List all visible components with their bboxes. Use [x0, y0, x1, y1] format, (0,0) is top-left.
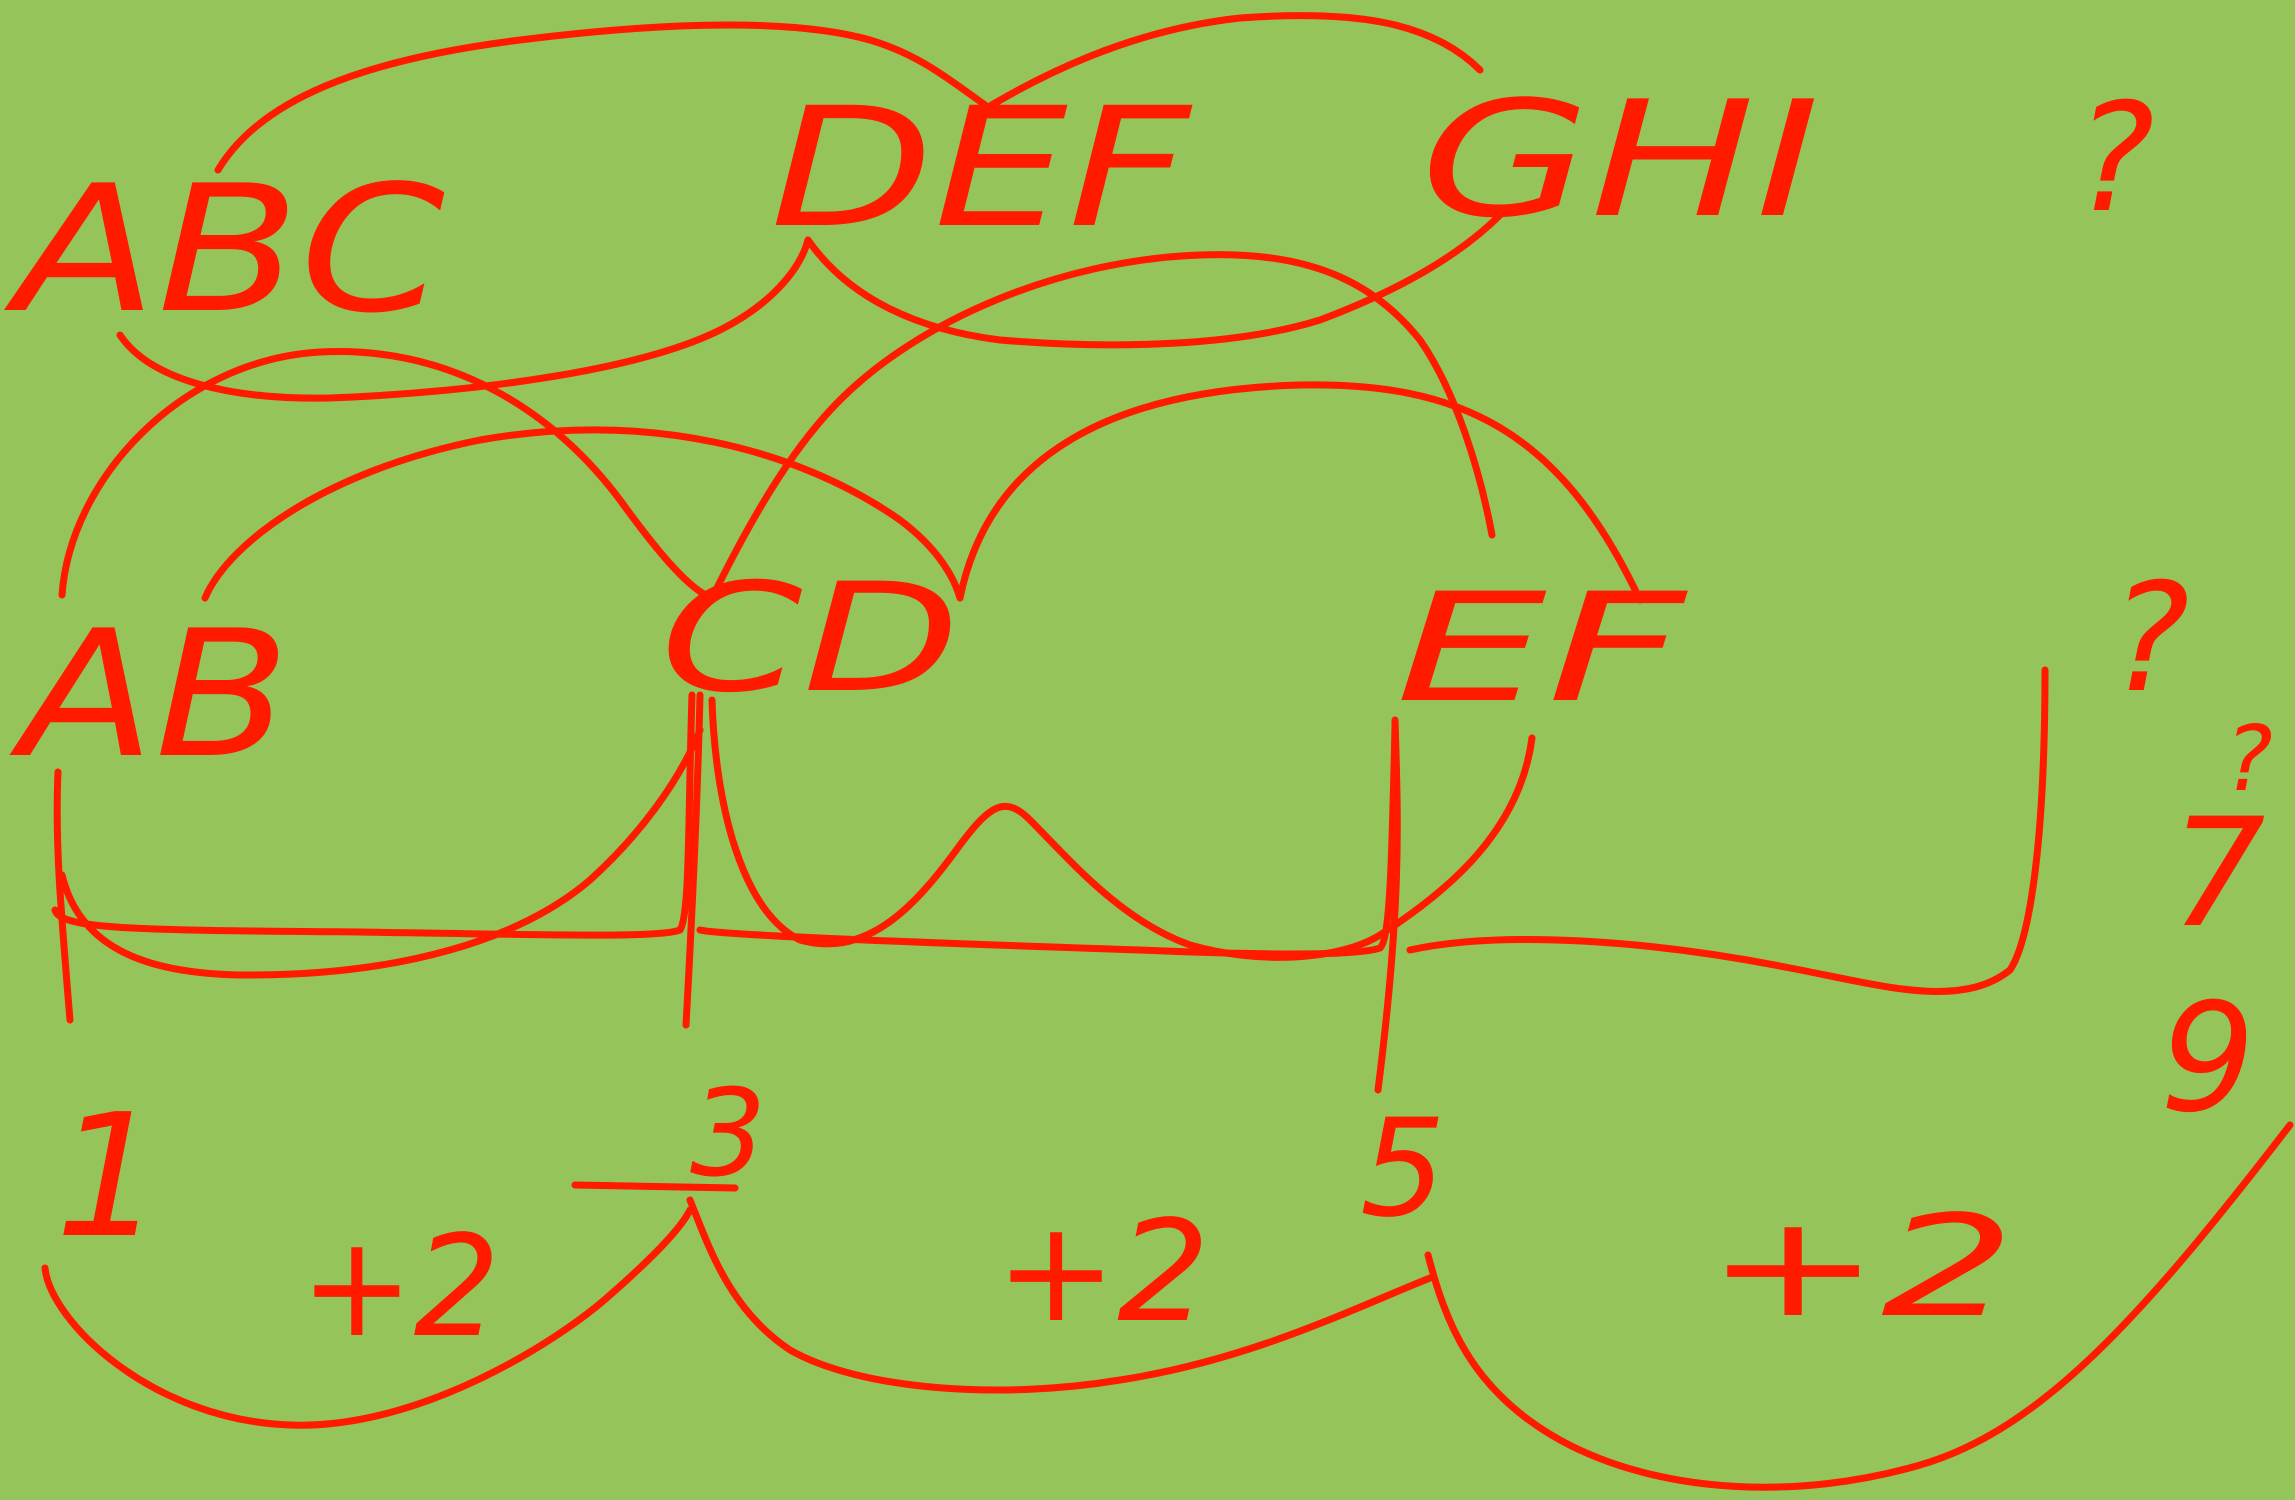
row2-group-ab: AB [9, 594, 290, 797]
curve-ab-c [58, 726, 704, 979]
row2-unknown: ? [2110, 552, 2190, 726]
row1-group-ghi: GHI [1420, 66, 1820, 253]
row4-result: 9 [2160, 972, 2255, 1146]
row3-count-5: 5 [1360, 1090, 1446, 1247]
arc-d-to-f [956, 381, 1644, 604]
tick-3 [682, 691, 704, 1029]
row3-unknown: ? [2225, 707, 2273, 812]
row2-group-ef: EF [1395, 562, 1689, 736]
tick-5 [1374, 716, 1401, 1094]
row1-group-def: DEF [770, 72, 1193, 264]
arc-step-3 [1424, 1121, 2294, 1491]
underline-3 [571, 1181, 739, 1192]
arc-c-to-e [708, 251, 1496, 602]
row4-step-1: +2 [300, 1206, 500, 1369]
arc-top-left [214, 21, 989, 174]
arc-step-2 [686, 1196, 1434, 1394]
arc-b-to-d [201, 426, 964, 602]
arc-step-1 [41, 1206, 694, 1429]
row4-step-2: +2 [995, 1191, 1210, 1354]
arc-layer [41, 12, 2294, 1491]
row3-count-1: 1 [55, 1078, 163, 1276]
row3-answer: 7 [2170, 787, 2265, 961]
row1-group-abc: ABC [3, 149, 445, 352]
bracket-cd [51, 691, 696, 939]
tick-1 [53, 768, 74, 1024]
row1-unknown: ? [2075, 72, 2155, 246]
bracket-f-end [1406, 666, 2049, 995]
arc-def-to-ghi [804, 211, 1504, 349]
row3-count-3: 3 [690, 1065, 766, 1204]
label-layer: ABC DEF GHI ? AB CD EF ? 1 3 5 ? 7 +2 +2… [3, 66, 2273, 1369]
row4-step-3: +2 [1705, 1186, 2015, 1349]
arc-top-right [971, 12, 1484, 119]
arc-a-to-c [58, 348, 716, 602]
row2-group-cd: CD [660, 552, 960, 726]
